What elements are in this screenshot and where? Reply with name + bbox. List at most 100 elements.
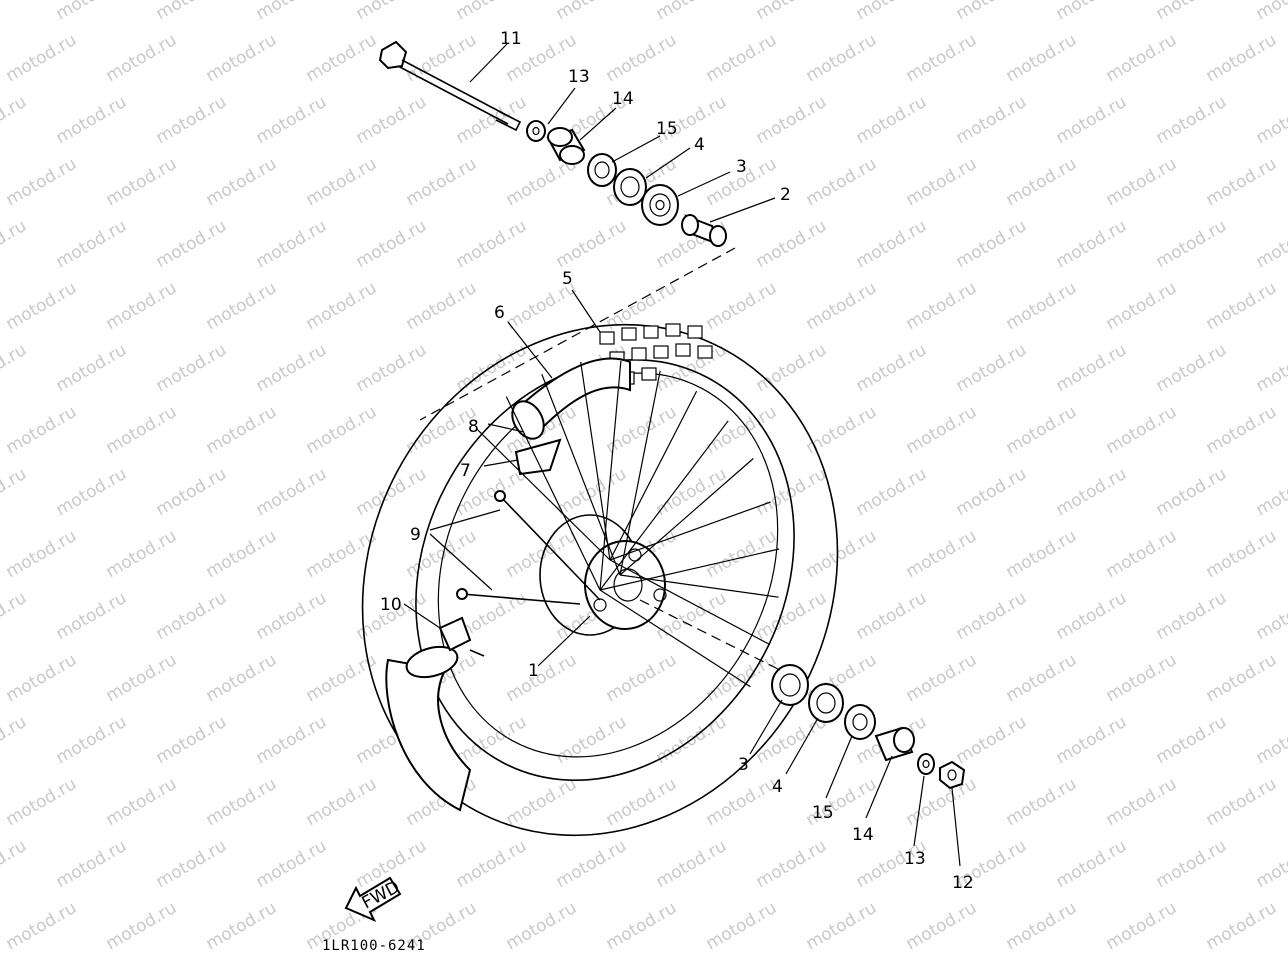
watermark-text: motod.ru (1253, 464, 1288, 520)
watermark-text: motod.ru (203, 650, 281, 706)
watermark-text: motod.ru (1103, 650, 1181, 706)
watermark-text: motod.ru (1153, 340, 1231, 396)
watermark-text: motod.ru (253, 836, 331, 892)
callout-13-bottom: 13 (904, 849, 926, 869)
bearing-part-3-top (641, 184, 679, 226)
watermark-text: motod.ru (53, 340, 131, 396)
watermark-text: motod.ru (253, 92, 331, 148)
watermark-text: motod.ru (3, 898, 81, 954)
watermark-text: motod.ru (1103, 154, 1181, 210)
watermark-text: motod.ru (1103, 30, 1181, 86)
watermark-text: motod.ru (203, 402, 281, 458)
watermark-text: motod.ru (403, 154, 481, 210)
watermark-text: motod.ru (503, 898, 581, 954)
watermark-text: motod.ru (0, 0, 30, 24)
watermark-text: motod.ru (0, 588, 30, 644)
spoke (619, 458, 754, 576)
watermark-text: motod.ru (153, 216, 231, 272)
callout-3-bottom: 3 (738, 755, 749, 775)
watermark-text: motod.ru (903, 898, 981, 954)
watermark-text: motod.ru (303, 278, 381, 334)
watermark-text: motod.ru (703, 278, 781, 334)
watermark-text: motod.ru (503, 650, 581, 706)
watermark-text: motod.ru (1253, 216, 1288, 272)
spoke (580, 361, 611, 561)
watermark-text: motod.ru (1203, 650, 1281, 706)
watermark-text: motod.ru (1053, 216, 1131, 272)
callout-9: 9 (410, 525, 421, 545)
watermark-text: motod.ru (1053, 0, 1131, 24)
watermark-text: motod.ru (203, 526, 281, 582)
watermark-text: motod.ru (353, 92, 431, 148)
watermark-text: motod.ru (853, 464, 931, 520)
watermark-text: motod.ru (1103, 526, 1181, 582)
callout-7: 7 (460, 461, 471, 481)
watermark-text: motod.ru (1053, 712, 1131, 768)
watermark-text: motod.ru (1053, 340, 1131, 396)
watermark-text: motod.ru (1153, 0, 1231, 24)
watermark-text: motod.ru (853, 0, 931, 24)
watermark-text: motod.ru (803, 278, 881, 334)
diagram-code: 1LR100-6241 (322, 938, 426, 954)
watermark-text: motod.ru (853, 92, 931, 148)
watermark-text: motod.ru (103, 278, 181, 334)
spoke (619, 370, 661, 576)
watermark-text: motod.ru (1103, 774, 1181, 830)
watermark-text: motod.ru (353, 464, 431, 520)
watermark-text: motod.ru (203, 154, 281, 210)
watermark-text: motod.ru (103, 898, 181, 954)
watermark-text: motod.ru (553, 836, 631, 892)
watermark-text: motod.ru (603, 898, 681, 954)
spoke (599, 360, 622, 591)
watermark-text: motod.ru (653, 0, 731, 24)
watermark-text: motod.ru (703, 898, 781, 954)
collar-part-14-top (546, 127, 586, 165)
watermark-text: motod.ru (953, 92, 1031, 148)
oil-seal-part-15-bottom (844, 704, 876, 740)
watermark-text: motod.ru (553, 216, 631, 272)
watermark-text: motod.ru (903, 650, 981, 706)
watermark-text: motod.ru (1203, 30, 1281, 86)
watermark-text: motod.ru (1153, 836, 1231, 892)
axle-part-11 (378, 40, 522, 132)
spoke-part-9 (456, 490, 601, 605)
watermark-text: motod.ru (453, 216, 531, 272)
watermark-text: motod.ru (1253, 92, 1288, 148)
watermark-text: motod.ru (1103, 402, 1181, 458)
washer-part-13-bottom (917, 753, 935, 775)
watermark-text: motod.ru (753, 0, 831, 24)
watermark-text: motod.ru (1003, 154, 1081, 210)
watermark-text: motod.ru (1253, 836, 1288, 892)
watermark-text: motod.ru (53, 712, 131, 768)
watermark-text: motod.ru (1203, 898, 1281, 954)
callout-15-bottom: 15 (812, 803, 834, 823)
spokes-group (475, 360, 780, 688)
callout-3: 3 (736, 157, 747, 177)
watermark-text: motod.ru (253, 216, 331, 272)
watermark-text: motod.ru (0, 712, 30, 768)
watermark-text: motod.ru (603, 650, 681, 706)
watermark-text: motod.ru (1103, 898, 1181, 954)
spoke (475, 427, 611, 561)
watermark-text: motod.ru (303, 154, 381, 210)
oil-seal-part-15-top (587, 153, 617, 187)
watermark-text: motod.ru (1103, 278, 1181, 334)
watermark-text: motod.ru (803, 402, 881, 458)
collar-part-14-bottom (874, 726, 915, 762)
watermark-text: motod.ru (353, 340, 431, 396)
watermark-text: motod.ru (253, 340, 331, 396)
rim-band-part-7 (514, 438, 562, 476)
watermark-text: motod.ru (1253, 588, 1288, 644)
watermark-text: motod.ru (53, 464, 131, 520)
tire-section-cutaway (385, 645, 472, 812)
watermark-text: motod.ru (1153, 712, 1231, 768)
watermark-text: motod.ru (1053, 92, 1131, 148)
watermark-text: motod.ru (153, 836, 231, 892)
watermark-text: motod.ru (1153, 92, 1231, 148)
callout-4-bottom: 4 (772, 777, 783, 797)
watermark-text: motod.ru (1003, 278, 1081, 334)
watermark-text: motod.ru (703, 774, 781, 830)
callout-10: 10 (380, 595, 402, 615)
